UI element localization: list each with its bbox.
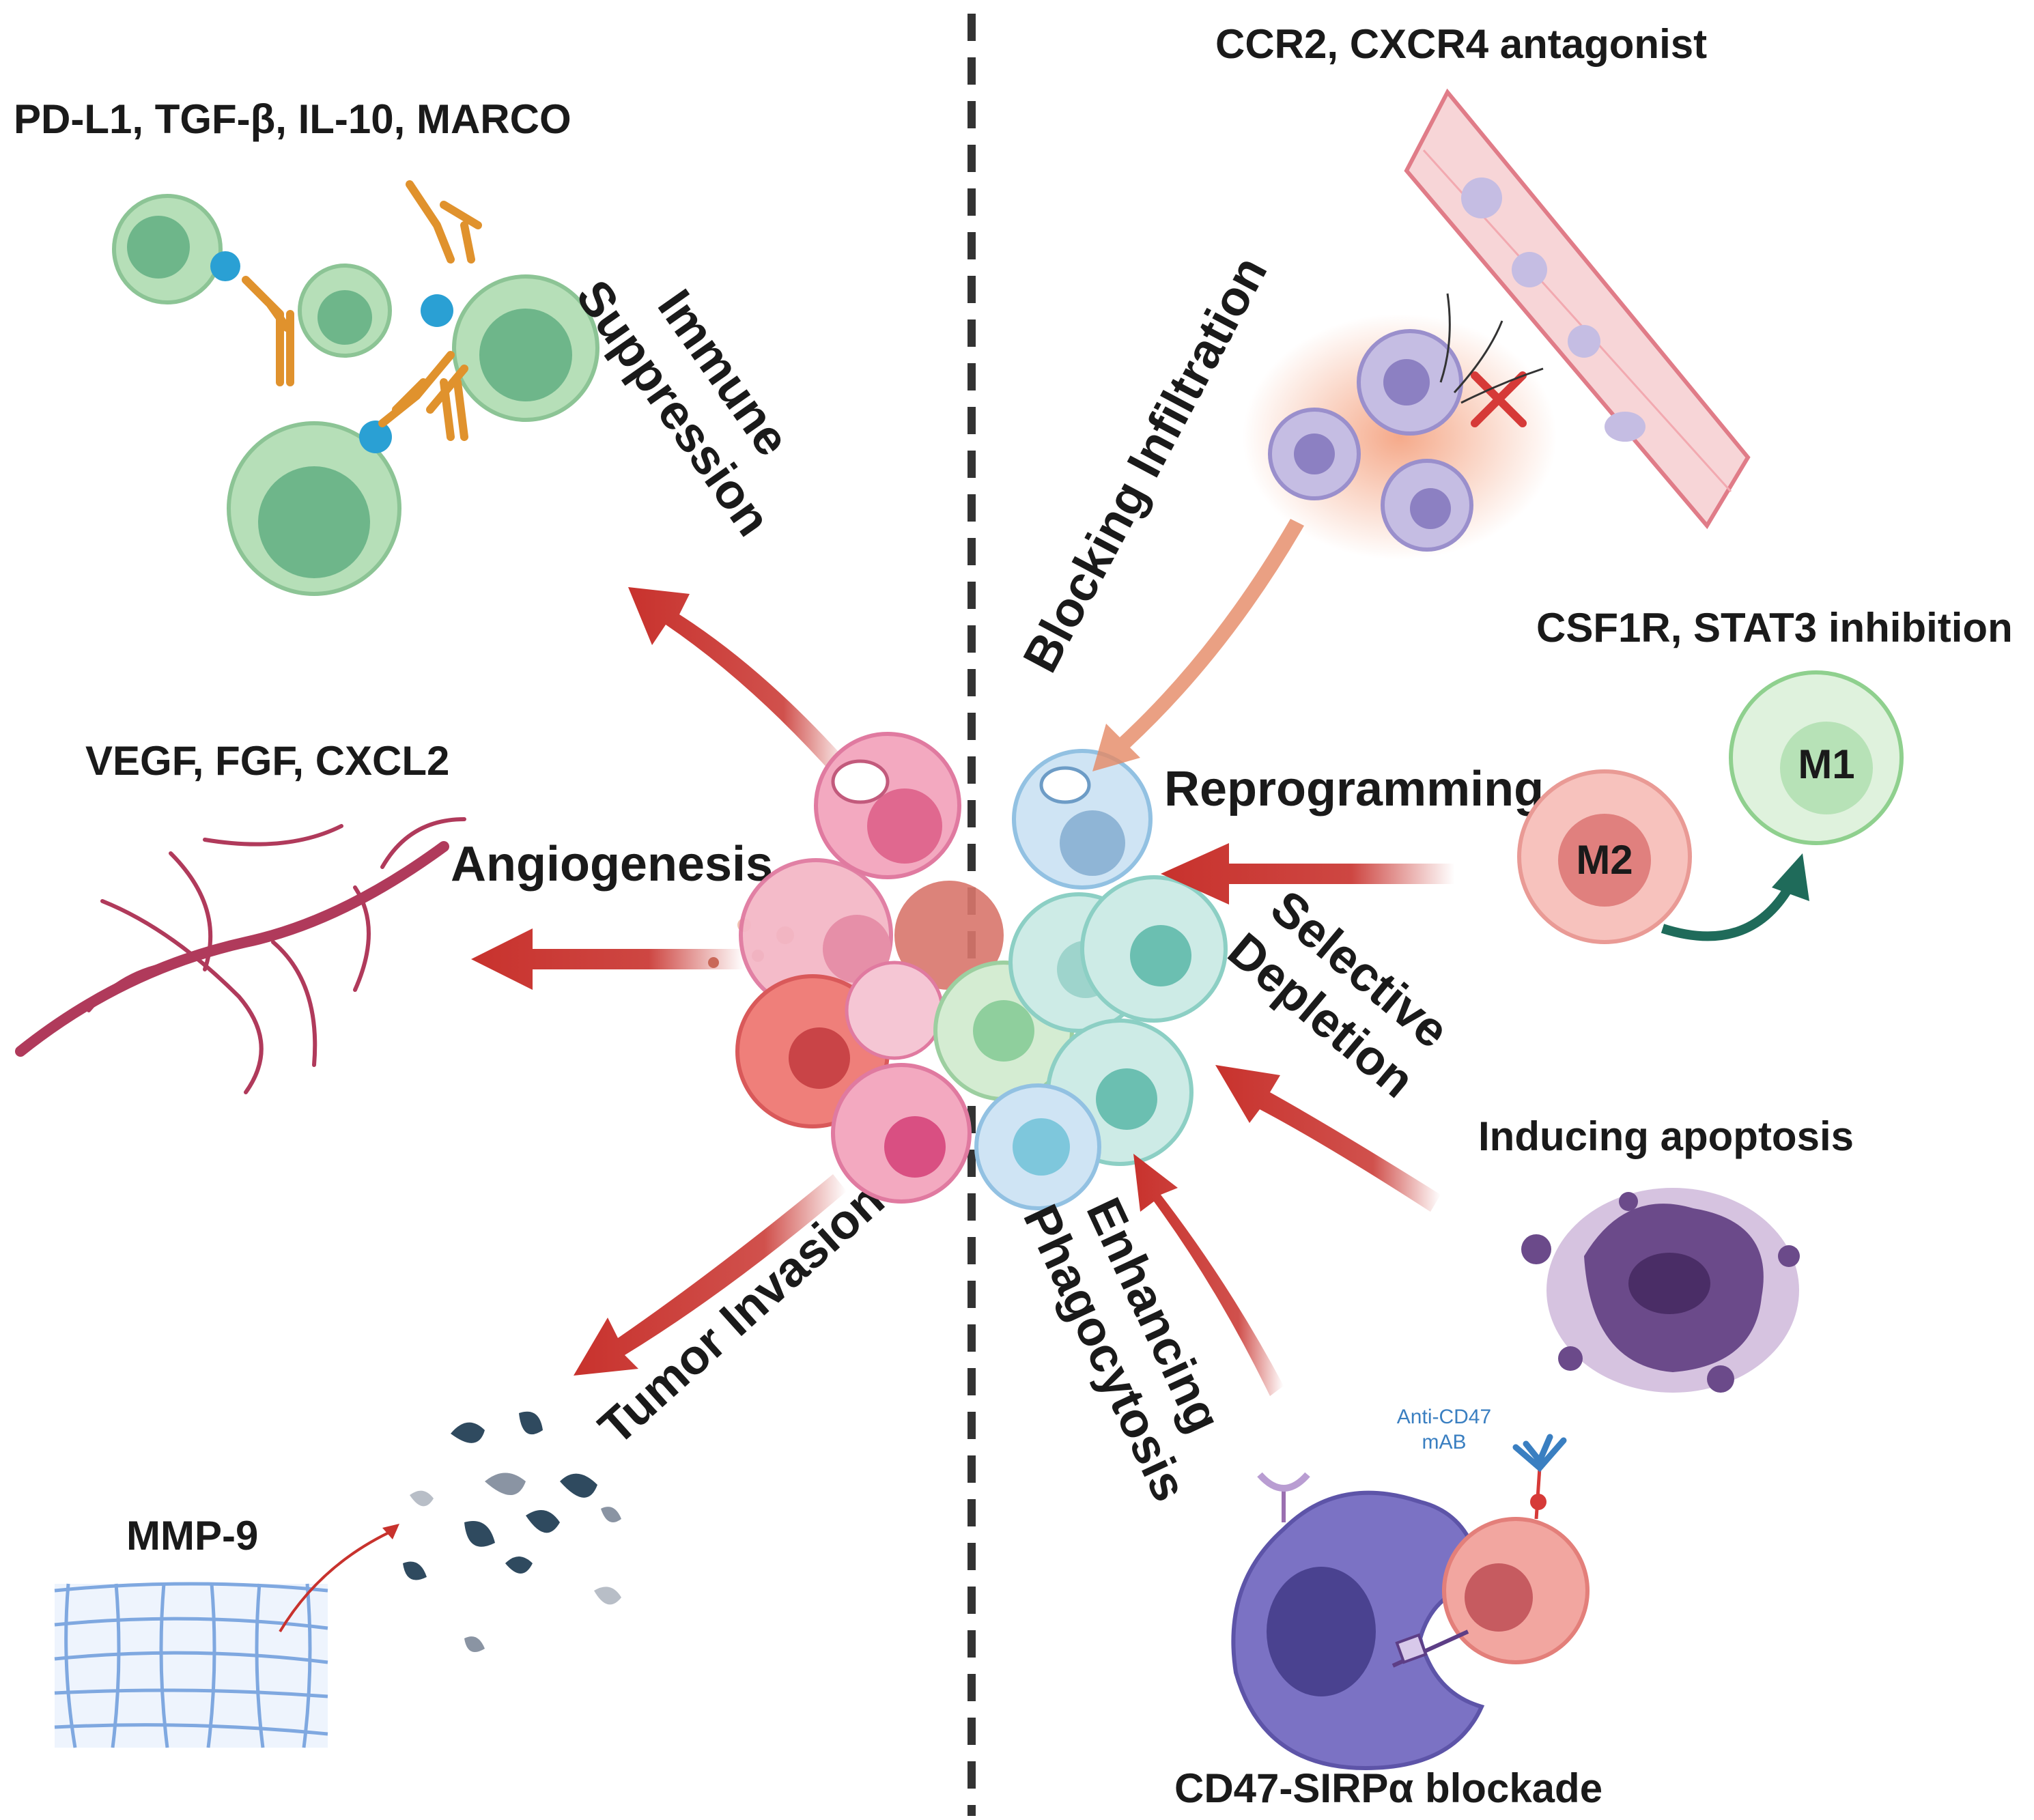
m1-macrophage bbox=[1729, 670, 1904, 845]
immune-suppression-arrow bbox=[628, 587, 850, 778]
mmp9-pointer bbox=[279, 1528, 397, 1633]
mmp9-pointer-head bbox=[382, 1524, 399, 1539]
reprogramming-agents: CSF1R, STAT3 inhibition bbox=[1536, 605, 2013, 651]
immune-suppression-cells bbox=[112, 180, 599, 596]
angiogenesis-markers: VEGF, FGF, CXCL2 bbox=[85, 738, 449, 784]
m2-to-m1-arrow bbox=[1661, 885, 1794, 941]
blocking-infiltration-arrow bbox=[1092, 519, 1304, 771]
infiltration-agents: CCR2, CXCR4 antagonist bbox=[1215, 21, 1707, 67]
blood-vessel-network bbox=[15, 817, 466, 1094]
anti-cd47-label-line2: mAB bbox=[1422, 1431, 1466, 1453]
immune-suppression-markers: PD-L1, TGF-β, IL-10, MARCO bbox=[14, 96, 571, 142]
tumor-invasion-arrow bbox=[574, 1174, 847, 1376]
angiogenesis-arrow bbox=[471, 928, 744, 990]
enhancing-phagocytosis-arrow bbox=[1133, 1154, 1284, 1396]
cd47-blockade-label: CD47-SIRPα blockade bbox=[1174, 1765, 1602, 1811]
anti-cd47-label-line1: Anti-CD47 bbox=[1397, 1406, 1491, 1428]
chemotaxis-lines bbox=[1439, 293, 1544, 404]
tumor-invasion-label: Tumor Invasion bbox=[589, 1172, 894, 1455]
angiogenesis-label: Angiogenesis bbox=[451, 837, 773, 892]
target-tumor-cell bbox=[1392, 1434, 1590, 1668]
m2-macrophage bbox=[1517, 769, 1692, 944]
reprogramming-label: Reprogramming bbox=[1164, 762, 1544, 816]
reprogramming-arrow bbox=[1161, 843, 1454, 905]
selective-depletion-arrow bbox=[1215, 1065, 1441, 1212]
apoptotic-cell bbox=[1521, 1188, 1800, 1393]
apoptosis-label: Inducing apoptosis bbox=[1478, 1113, 1854, 1159]
blood-vessel bbox=[1404, 88, 1751, 530]
tam-cluster bbox=[735, 732, 1228, 1210]
phagocyte-macrophage bbox=[1231, 1472, 1485, 1771]
extracellular-matrix-mesh bbox=[54, 1582, 328, 1748]
blocked-x-icon bbox=[1471, 371, 1527, 427]
matrix-fragments bbox=[403, 1411, 621, 1652]
immune-suppression-label: Immune Suppression bbox=[565, 270, 800, 545]
infiltrating-monocytes bbox=[1268, 329, 1473, 552]
m2-label: M2 bbox=[1576, 837, 1633, 883]
mmp9-label: MMP-9 bbox=[126, 1513, 258, 1559]
enhancing-phagocytosis-label: Enhancing Phagocytosis bbox=[1013, 1190, 1231, 1509]
m1-label: M1 bbox=[1798, 741, 1854, 787]
m2-to-m1-arrowhead bbox=[1772, 853, 1809, 901]
